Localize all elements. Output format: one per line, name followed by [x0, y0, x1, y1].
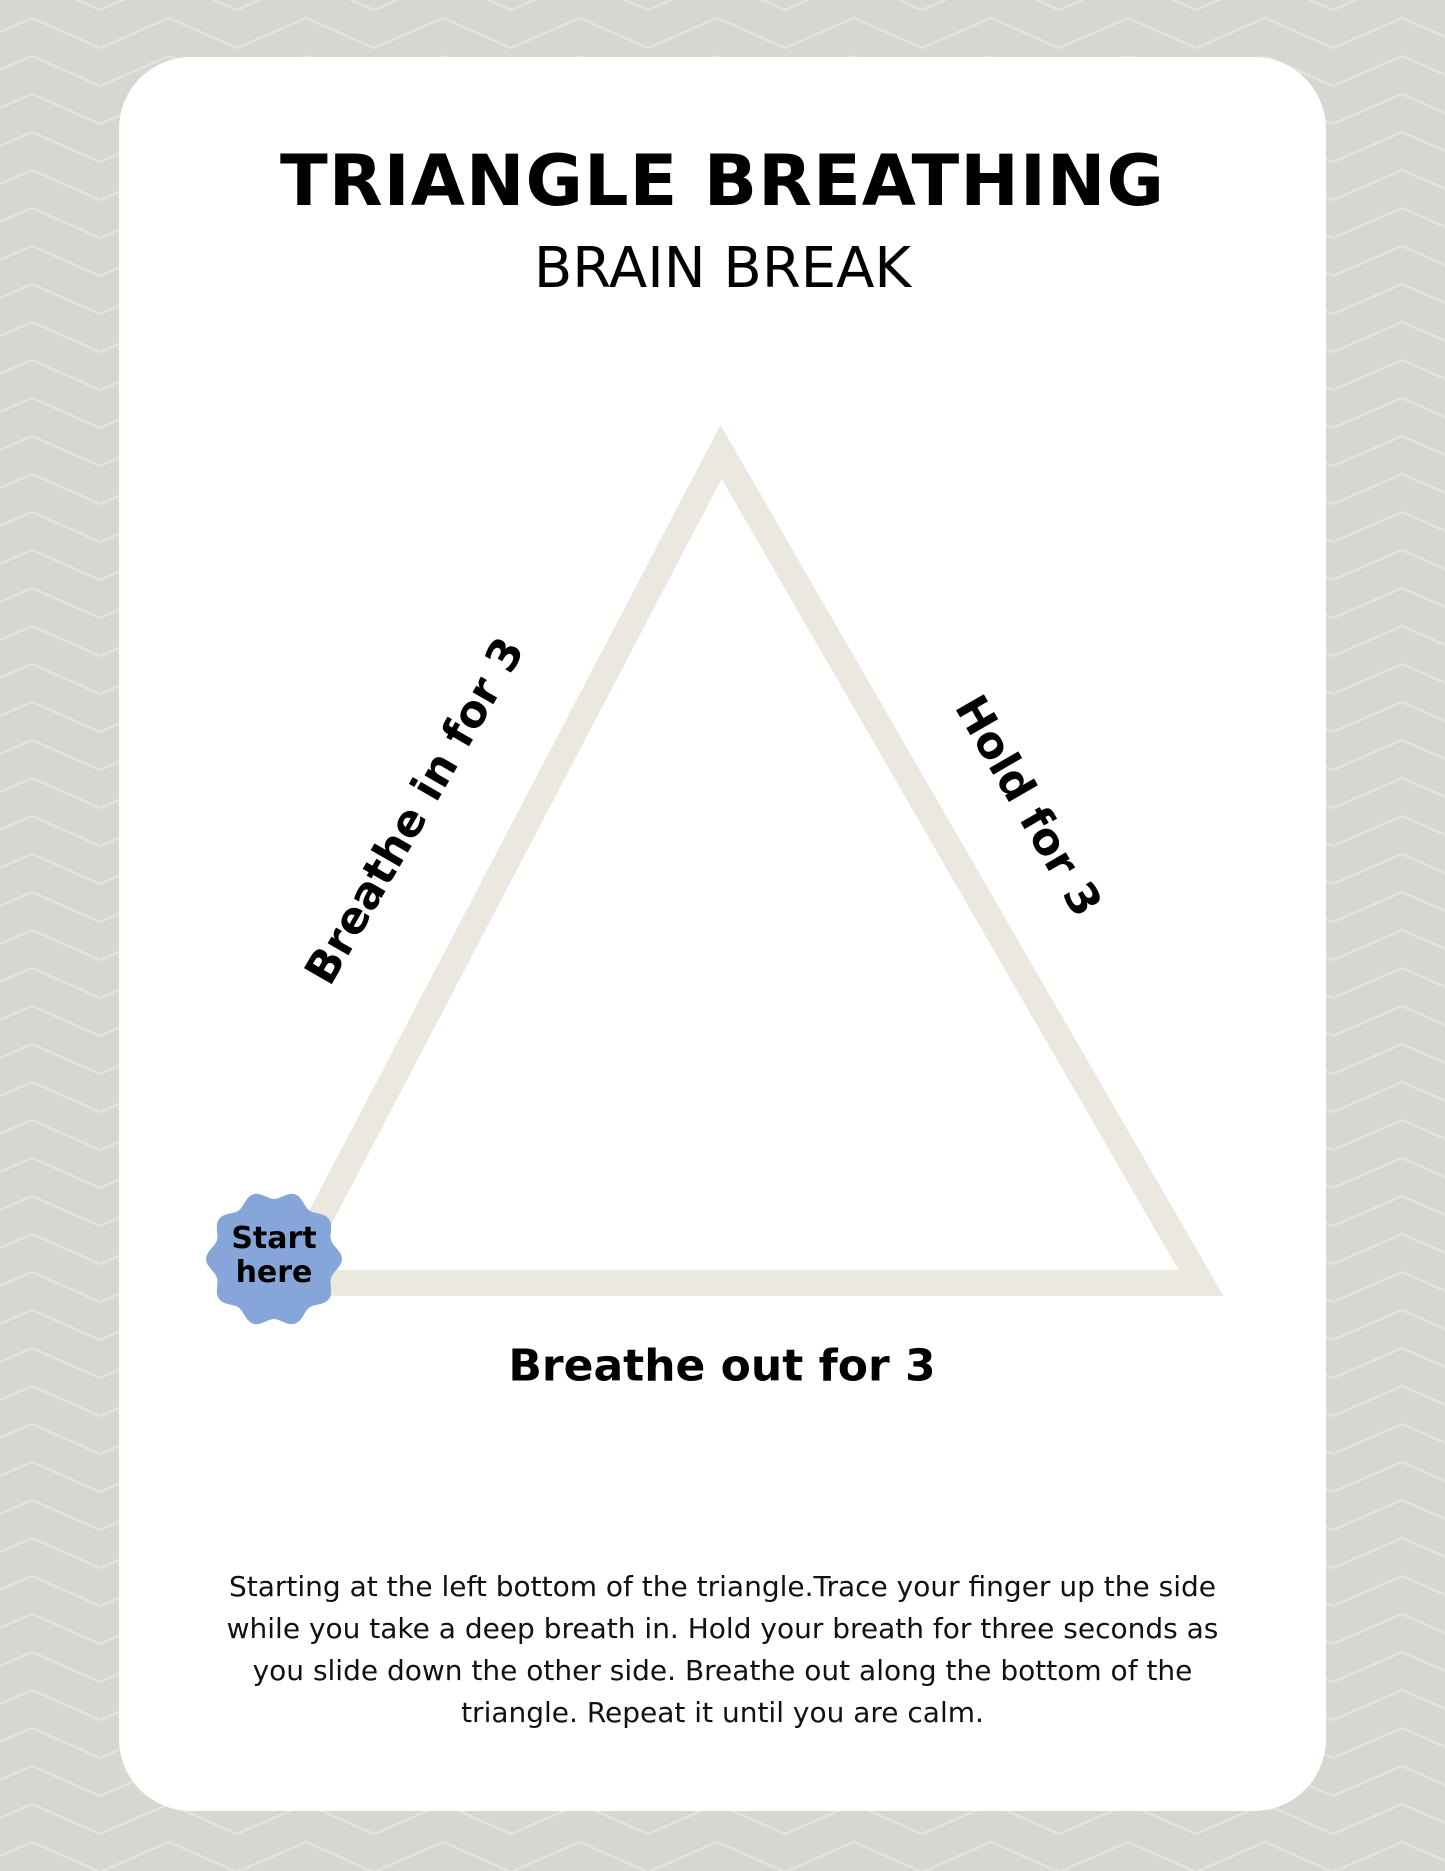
instructions-text: Starting at the left bottom of the trian… [226, 1570, 1219, 1729]
label-breathe-out: Breathe out for 3 [508, 1340, 936, 1392]
page-subtitle: BRAIN BREAK [533, 236, 912, 301]
card [119, 57, 1326, 1811]
start-badge-label: Start here [231, 1221, 317, 1290]
start-badge [206, 1193, 342, 1325]
badge-shape [206, 1193, 342, 1325]
page-title: TRIANGLE BREATHING [280, 140, 1165, 222]
triangle [264, 425, 1224, 1296]
